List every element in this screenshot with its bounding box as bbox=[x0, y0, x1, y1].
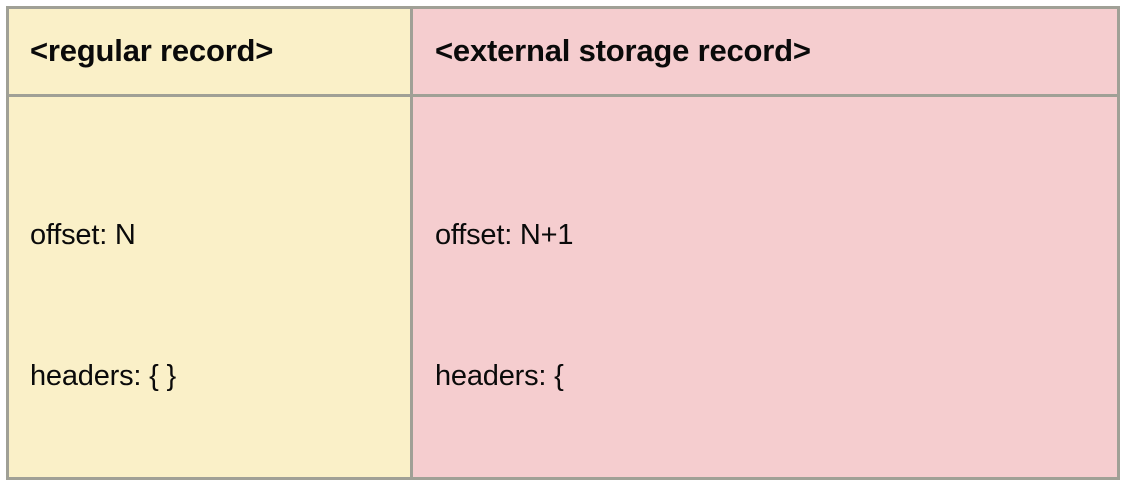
code-line: headers: { bbox=[435, 360, 564, 392]
record-comparison-table: <regular record> <external storage recor… bbox=[6, 6, 1120, 480]
code-line: offset: N bbox=[30, 219, 136, 251]
code-line: headers: { } bbox=[30, 360, 176, 392]
column-header-label-external: <external storage record> bbox=[435, 33, 811, 69]
column-body-regular-record: offset: N headers: { } record: {"payload… bbox=[9, 97, 413, 477]
code-block-external: offset: N+1 headers: { "bucket":"gs://la… bbox=[413, 118, 1117, 477]
column-header-label-regular: <regular record> bbox=[30, 33, 274, 69]
column-body-external-storage-record: offset: N+1 headers: { "bucket":"gs://la… bbox=[413, 97, 1117, 477]
code-block-regular: offset: N headers: { } record: {"payload… bbox=[9, 118, 410, 477]
code-line: offset: N+1 bbox=[435, 219, 574, 251]
column-header-regular-record: <regular record> bbox=[9, 9, 413, 97]
column-header-external-storage-record: <external storage record> bbox=[413, 9, 1117, 97]
